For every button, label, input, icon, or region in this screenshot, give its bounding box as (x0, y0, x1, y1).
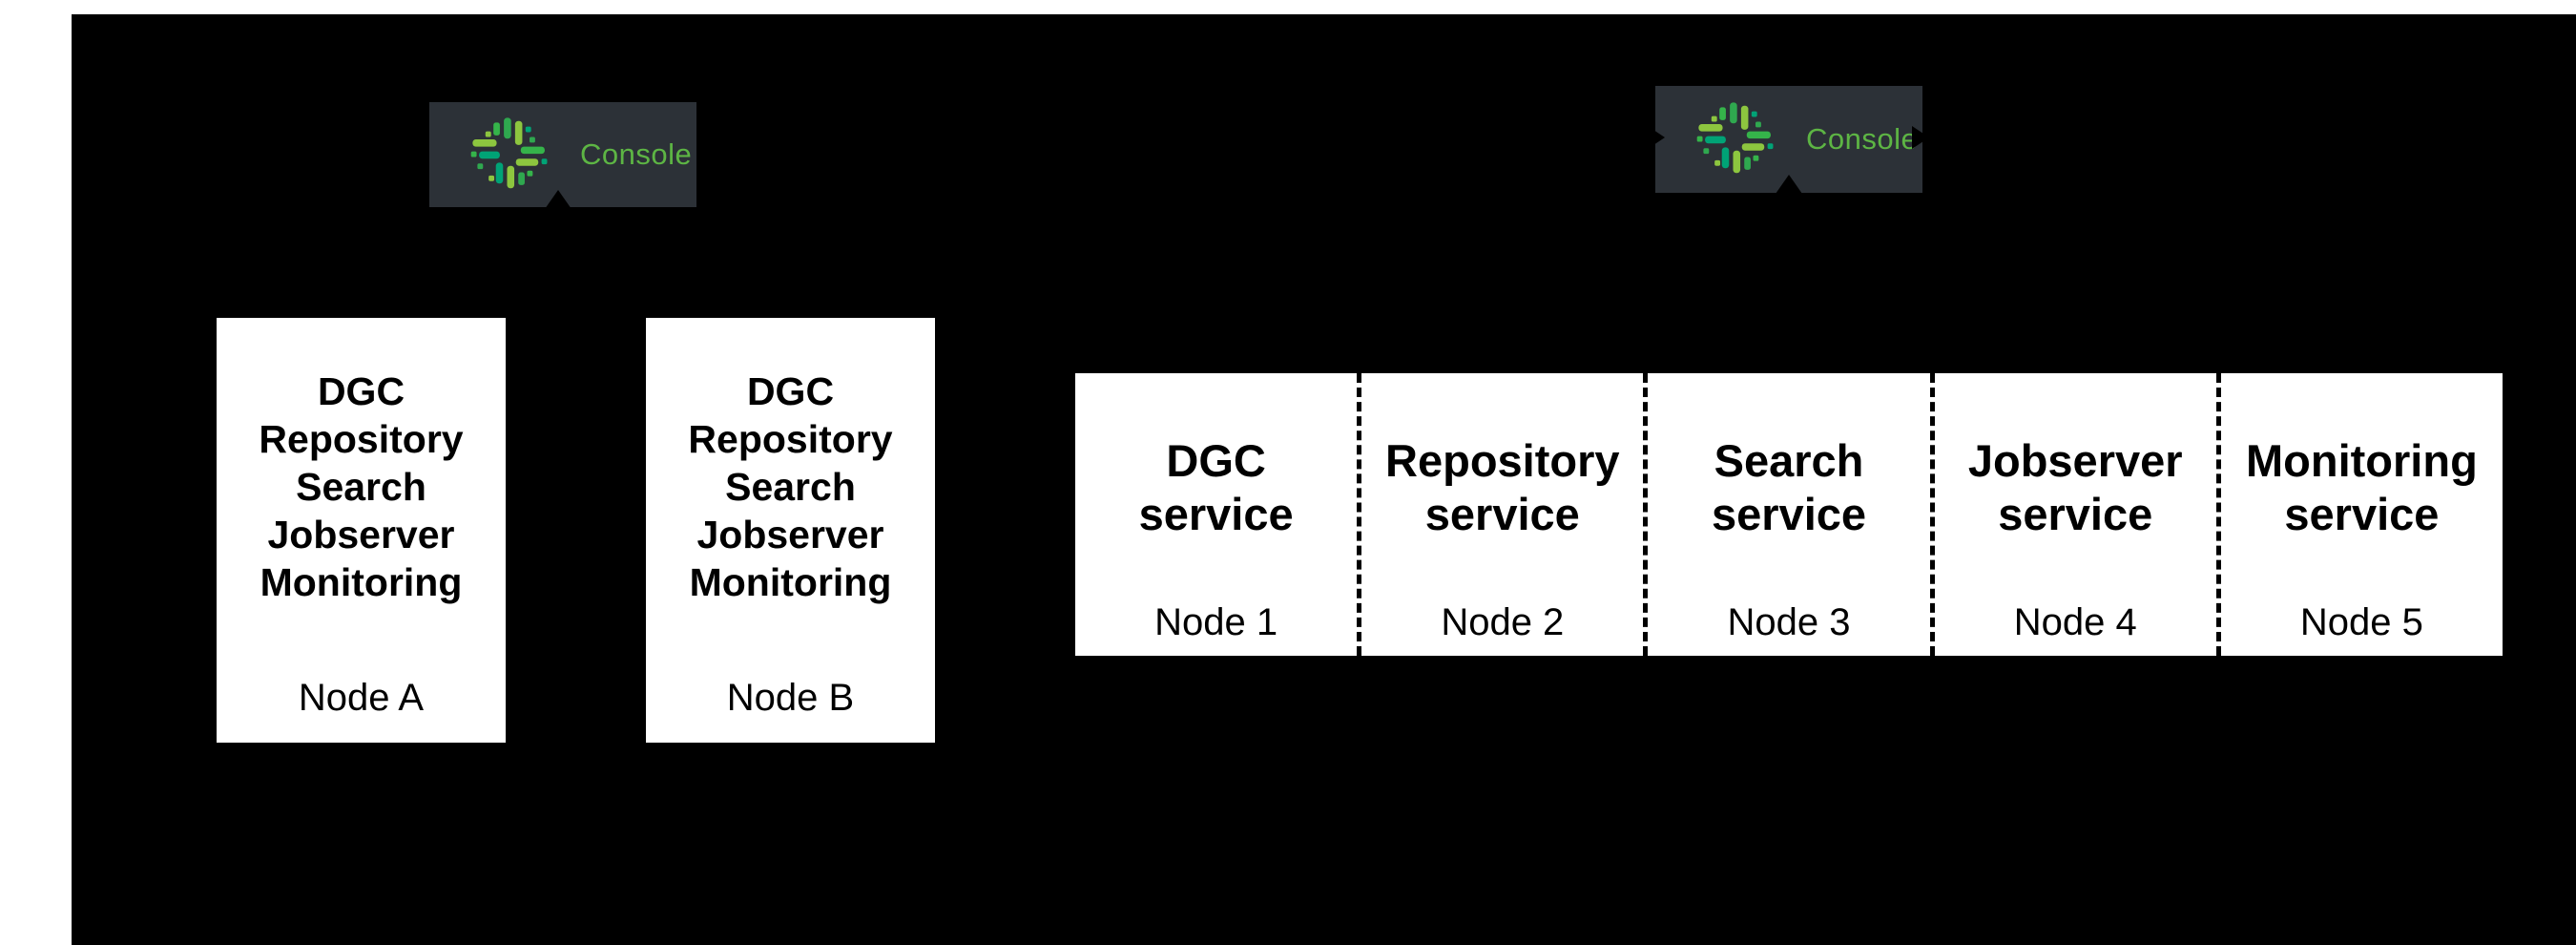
ha-node-box-b: DGC Repository Search Jobserver Monitori… (646, 318, 935, 743)
collibra-logo-icon (469, 115, 550, 195)
node-label: Node 1 (1154, 601, 1278, 643)
collibra-logo-icon (1695, 99, 1776, 179)
connector-arrowhead-icon (545, 190, 571, 209)
node-label: Node 2 (1441, 601, 1565, 643)
service-title-line: Jobserver (1967, 434, 2183, 486)
service-title: Jobserver service (1968, 434, 2183, 541)
console-badge: Console (429, 102, 696, 207)
service-cell-repository: Repository service Node 2 (1357, 373, 1643, 656)
service-name: Search (296, 465, 426, 509)
service-cell-jobserver: Jobserver service Node 4 (1929, 373, 2216, 656)
service-cell-dgc: DGC service Node 1 (1075, 373, 1357, 656)
service-title: Search service (1712, 434, 1866, 541)
service-title-line: service (1138, 488, 1294, 539)
service-title-line: service (1711, 488, 1867, 539)
service-title-line: service (2284, 488, 2440, 539)
service-title: DGC service (1139, 434, 1294, 541)
node-label: Node B (726, 677, 855, 719)
service-name: Jobserver (696, 513, 884, 556)
service-name: Monitoring (689, 560, 892, 604)
console-label: Console (580, 137, 693, 171)
connector-arrowhead-icon (1648, 126, 1665, 149)
distributed-services-row: DGC service Node 1 Repository service No… (1075, 373, 2503, 656)
connector-arrowhead-icon (1912, 126, 1929, 149)
service-name: DGC (746, 369, 835, 413)
service-name: Repository (688, 417, 893, 461)
console-label: Console (1806, 122, 1919, 156)
service-title-line: service (1424, 488, 1580, 539)
service-cell-search: Search service Node 3 (1643, 373, 1929, 656)
node-label: Node 5 (2299, 601, 2423, 643)
service-name: Repository (259, 417, 464, 461)
service-title: Repository service (1385, 434, 1620, 541)
node-label: Node A (298, 677, 425, 719)
connector-arrowhead-icon (1776, 175, 1802, 194)
service-name: Jobserver (267, 513, 455, 556)
service-cell-monitoring: Monitoring service Node 5 (2215, 373, 2503, 656)
service-name: DGC (317, 369, 405, 413)
service-title: Monitoring service (2246, 434, 2478, 541)
service-title-line: DGC (1166, 434, 1266, 486)
service-title-line: Search (1714, 434, 1864, 486)
service-name: Search (725, 465, 856, 509)
service-title-line: Monitoring (2246, 434, 2478, 486)
service-name: Monitoring (260, 560, 463, 604)
ha-node-box-a: DGC Repository Search Jobserver Monitori… (217, 318, 506, 743)
service-title-line: service (1998, 488, 2153, 539)
node-label: Node 3 (1727, 601, 1851, 643)
service-title-line: Repository (1385, 434, 1620, 486)
node-label: Node 4 (2013, 601, 2137, 643)
diagram-background: Console Console DGC Repository Search Jo… (72, 14, 2576, 945)
